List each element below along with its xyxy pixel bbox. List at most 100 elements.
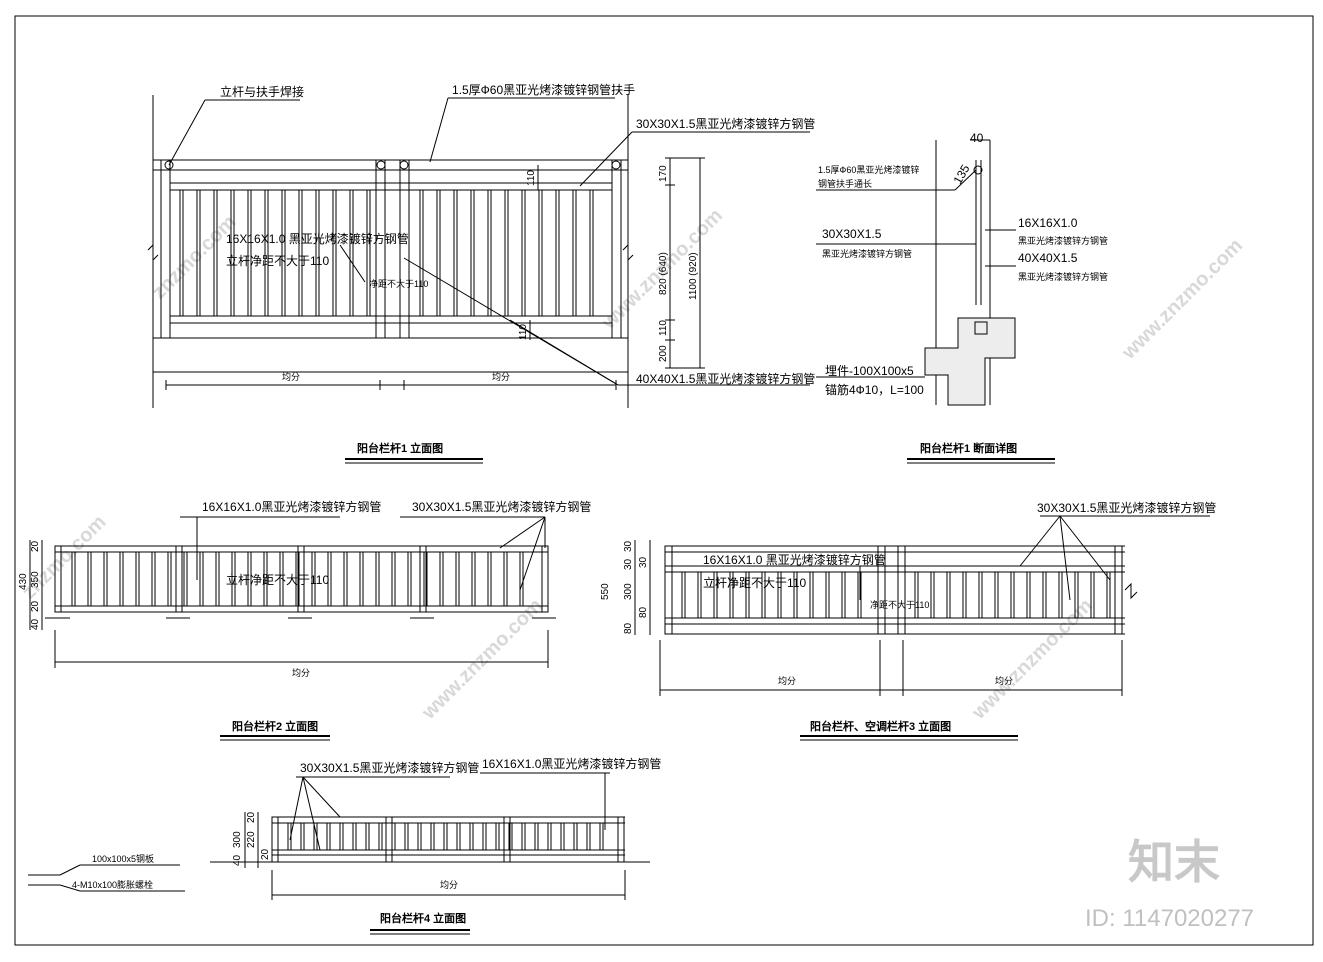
r2-label-tube16: 16X16X1.0黑亚光烤漆镀锌方钢管 [202,499,381,514]
picket [745,571,750,619]
r4-dim-300: 300 [232,831,243,848]
r3-label-spacing: 立杆净距不大于110 [703,575,806,590]
railing4-texts: 30X30X1.5黑亚光烤漆镀锌方钢管 16X16X1.0黑亚光烤漆镀锌方钢管 … [232,756,661,925]
r4-dim-20a: 20 [246,811,257,823]
picket [487,189,492,317]
dim-1100: 1100 (920) [688,252,699,300]
legend-bolt: 4-M10x100膨胀螺栓 [72,879,153,890]
picket [455,551,460,607]
picket [349,189,354,317]
picket [87,551,92,607]
r4-dim-220: 220 [246,831,257,848]
picket [521,822,526,851]
picket [230,189,235,317]
r2-label-tube30: 30X30X1.5黑亚光烤漆镀锌方钢管 [412,499,591,514]
railing1-elevation [147,95,810,464]
sec-tube40-a: 40X40X1.5 [1018,251,1078,265]
railing3-texts: 30X30X1.5黑亚光烤漆镀锌方钢管 16X16X1.0 黑亚光烤漆镀锌方钢管… [600,500,1216,733]
picket [443,822,448,851]
railing1-section-texts: 40 135 1.5厚Ф60黑亚光烤漆镀锌 钢管扶手通长 30X30X1.5 黑… [818,131,1108,455]
dim-equal-2: 均分 [492,371,510,382]
picket [994,571,999,619]
sec-embed-1: 埋件-100X100x5 [825,364,914,378]
picket [503,551,508,607]
picket [213,189,218,317]
picket [1074,571,1079,619]
label-tube30: 30X30X1.5黑亚光烤漆镀锌方钢管 [636,116,815,131]
picket [231,551,236,607]
r2-label-spacing: 立杆净距不大于110 [226,572,329,587]
picket [352,822,357,851]
picket [519,551,524,607]
picket [586,822,591,851]
watermark-3: www.znzmo.com [1117,235,1247,365]
title-railing4: 阳台栏杆4 立面图 [380,911,466,925]
drawing-id: ID: 1147020277 [1085,905,1254,932]
picket [560,822,565,851]
picket [436,189,441,317]
sec-dim-135: 135 [950,162,972,187]
picket [247,551,252,607]
railing1-section [816,139,1055,464]
picket [482,822,487,851]
watermark-layer: znzmo.com www.znzmo.com www.znzmo.com zn… [18,205,1247,725]
picket [247,189,252,317]
label-tube16: 16X16X1.0 黑亚光烤漆镀锌方钢管 [226,231,409,246]
picket [339,822,344,851]
picket [378,822,383,851]
picket [404,822,409,851]
r4-label-tube30: 30X30X1.5黑亚光烤漆镀锌方钢管 [300,760,479,775]
sec-tube16-a: 16X16X1.0 [1018,216,1078,230]
sheet-border [14,15,1314,946]
picket [167,551,172,607]
picket [391,551,396,607]
dim-110-a: 110 [658,320,669,336]
picket [103,551,108,607]
picket [456,822,461,851]
picket [417,822,422,851]
picket [343,551,348,607]
legend-plate: 100x100x5钢板 [92,853,154,864]
watermark-4: znzmo.com [18,511,111,604]
picket [419,189,424,317]
picket [777,571,782,619]
picket [263,551,268,607]
picket [332,189,337,317]
dim-110-b: 110 [526,170,537,186]
picket [962,571,967,619]
r2-dim-20b: 20 [30,600,41,612]
r3-label-tube30: 30X30X1.5黑亚光烤漆镀锌方钢管 [1037,500,1216,515]
r2-dim-40: 40 [30,618,41,630]
sec-embed-2: 锚筋4Ф10，L=100 [825,382,924,397]
picket [521,189,526,317]
picket [135,551,140,607]
picket [469,822,474,851]
r3-dim-30c: 30 [638,556,649,568]
r4-label-tube16: 16X16X1.0黑亚光烤漆镀锌方钢管 [482,756,661,771]
picket [391,822,396,851]
picket [599,822,604,851]
sec-handrail-1: 1.5厚Ф60黑亚光烤漆镀锌 [818,164,919,175]
picket [430,822,435,851]
picket [495,822,500,851]
picket [423,551,428,607]
picket [538,189,543,317]
label-tube40: 40X40X1.5黑亚光烤漆镀锌方钢管 [636,371,815,386]
r2-dim-equal: 均分 [292,667,310,678]
picket [151,551,156,607]
picket [572,189,577,317]
r3-dim-80b: 80 [638,606,649,618]
r4-dim-equal: 均分 [440,879,458,890]
r3-dim-300: 300 [623,583,634,600]
sec-tube30-b: 黑亚光烤漆镀锌方钢管 [822,248,912,259]
picket [1106,571,1111,619]
picket [453,189,458,317]
title-railing1-section: 阳台栏杆1 断面详图 [920,441,1017,455]
title-railing2: 阳台栏杆2 立面图 [232,719,318,733]
railing3-elevation [634,515,1210,741]
picket [1042,571,1047,619]
picket [326,822,331,851]
brand-logo: 知末 [1128,836,1220,888]
picket [359,551,364,607]
